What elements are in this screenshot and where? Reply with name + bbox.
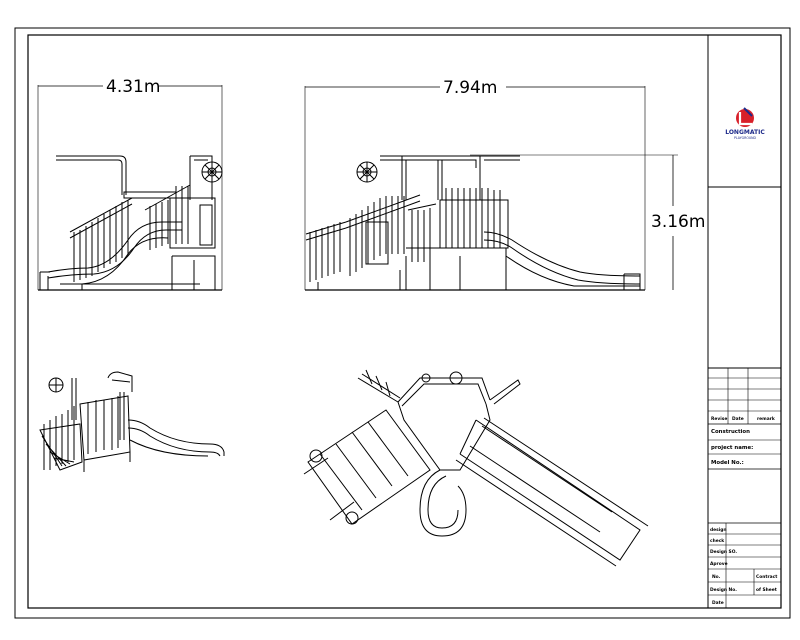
height-dimension: 3.16m [651, 212, 705, 232]
isometric-view [39, 371, 225, 472]
signoff-design-no: Design No. [710, 587, 737, 593]
construction-label: Construction [711, 429, 750, 435]
plan-view [303, 369, 649, 567]
front-elevation-view [304, 86, 678, 291]
inner-border [27, 34, 782, 609]
signoff-scale: of Sheet [756, 587, 777, 593]
revision-header-revise: Revise [711, 416, 727, 422]
outer-border [14, 27, 791, 619]
model-no-label: Model No.: [711, 460, 744, 466]
logo-name: LONGMATIC [725, 129, 765, 136]
signoff-aprove: Aprove [710, 561, 728, 567]
signoff-date: Date [712, 600, 724, 606]
signoff-design-so: Design SO. [710, 549, 737, 555]
signoff-check: check [710, 538, 724, 544]
front-width-dimension: 7.94m [443, 78, 497, 98]
logo-subtitle: PLAYGROUND [734, 136, 757, 140]
signoff-no: No. [712, 574, 721, 580]
revision-header-date: Date [732, 416, 744, 422]
revision-header-remark: remark [757, 416, 775, 422]
title-block [707, 35, 781, 608]
company-logo: LONGMATIC PLAYGROUND [725, 107, 765, 140]
signoff-contract: Contract [756, 574, 777, 580]
side-width-dimension: 4.31m [106, 77, 160, 97]
side-elevation-view [37, 85, 223, 291]
signoff-design: design [710, 527, 727, 533]
project-name-label: project name: [711, 445, 753, 451]
